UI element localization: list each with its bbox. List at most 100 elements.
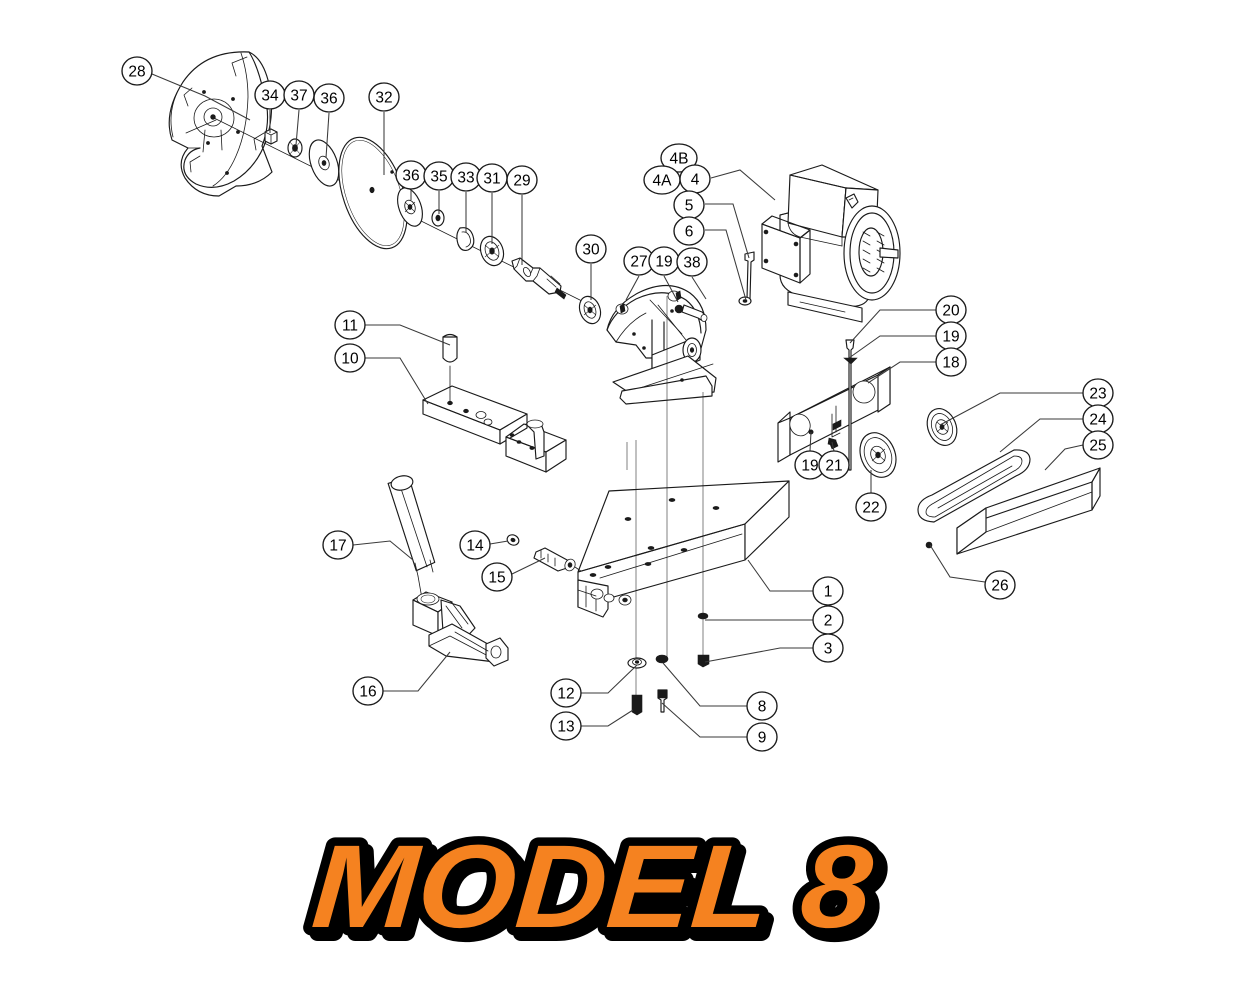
callout-35[interactable]: 35 xyxy=(423,161,455,191)
callout-33[interactable]: 33 xyxy=(450,162,482,192)
callout-label-32: 32 xyxy=(375,90,392,107)
part-spacer-35 xyxy=(431,209,445,227)
part-shoulder-bolt-38 xyxy=(681,304,708,322)
callout-label-12: 12 xyxy=(557,686,574,703)
callout-36a[interactable]: 36 xyxy=(313,83,345,113)
callout-4B[interactable]: 4B xyxy=(660,143,698,173)
callout-3[interactable]: 3 xyxy=(812,633,844,663)
callout-22[interactable]: 22 xyxy=(855,492,887,522)
part-carriage-bolt-20 xyxy=(845,339,855,471)
callout-14[interactable]: 14 xyxy=(459,530,491,560)
callout-label-4A: 4A xyxy=(653,173,673,190)
callout-16[interactable]: 16 xyxy=(352,676,384,706)
callout-20[interactable]: 20 xyxy=(935,295,967,325)
callout-leader-18 xyxy=(867,361,936,384)
callout-17[interactable]: 17 xyxy=(322,530,354,560)
callout-bubble-29 xyxy=(506,165,538,195)
callout-4A[interactable]: 4A xyxy=(643,165,681,195)
callout-34[interactable]: 34 xyxy=(254,80,286,110)
callout-label-27: 27 xyxy=(630,254,647,271)
callout-leader-26 xyxy=(929,544,986,583)
callout-label-28: 28 xyxy=(128,64,145,81)
callout-leader-37 xyxy=(295,109,300,146)
callout-bubble-9 xyxy=(746,722,778,752)
callout-label-2: 2 xyxy=(824,613,833,630)
callout-9[interactable]: 9 xyxy=(746,722,778,752)
callout-8[interactable]: 8 xyxy=(746,691,778,721)
part-motor-mount-bracket-18 xyxy=(777,366,891,463)
callout-4[interactable]: 4 xyxy=(679,164,711,194)
callout-10[interactable]: 10 xyxy=(334,343,366,373)
callout-19c[interactable]: 19 xyxy=(648,246,680,276)
callout-32[interactable]: 32 xyxy=(368,82,400,112)
part-hex-bolt-5 xyxy=(744,251,755,300)
part-washer-19-bracket xyxy=(843,357,858,365)
callout-label-8: 8 xyxy=(758,699,767,716)
callout-38[interactable]: 38 xyxy=(676,247,708,277)
callout-leader-4 xyxy=(710,169,776,201)
callout-15[interactable]: 15 xyxy=(481,562,513,592)
callout-37[interactable]: 37 xyxy=(283,80,315,110)
callout-36b[interactable]: 36 xyxy=(395,160,427,190)
callout-18[interactable]: 18 xyxy=(935,347,967,377)
callout-23[interactable]: 23 xyxy=(1082,378,1114,408)
callout-bubble-15 xyxy=(481,562,513,592)
callout-leader-17 xyxy=(352,540,414,561)
callout-2[interactable]: 2 xyxy=(812,605,844,635)
callout-27[interactable]: 27 xyxy=(623,246,655,276)
callout-19a[interactable]: 19 xyxy=(935,321,967,351)
callout-label-1: 1 xyxy=(824,584,833,601)
callout-label-19c: 19 xyxy=(655,254,672,271)
callout-bubble-6 xyxy=(673,216,705,246)
callout-26[interactable]: 26 xyxy=(984,570,1016,600)
callout-29[interactable]: 29 xyxy=(506,165,538,195)
callout-5[interactable]: 5 xyxy=(673,190,705,220)
callout-label-35: 35 xyxy=(430,169,447,186)
callout-leader-19a xyxy=(848,335,936,359)
callout-bubble-21 xyxy=(818,450,850,480)
callout-19b[interactable]: 19 xyxy=(794,450,826,480)
callout-leader-38 xyxy=(691,276,707,300)
part-clamp-handle-17 xyxy=(387,475,436,611)
callout-leader-16 xyxy=(383,651,451,692)
callout-bubble-16 xyxy=(352,676,384,706)
callout-1[interactable]: 1 xyxy=(812,576,844,606)
callout-leader-1 xyxy=(747,559,813,592)
callout-28[interactable]: 28 xyxy=(121,56,153,86)
part-bearing-31 xyxy=(479,235,505,267)
callout-6[interactable]: 6 xyxy=(673,216,705,246)
callout-bubble-4B xyxy=(660,143,698,173)
part-hex-head-screw-9 xyxy=(657,689,668,713)
callout-bubble-12 xyxy=(550,678,582,708)
callout-label-21: 21 xyxy=(825,458,842,475)
callout-label-11: 11 xyxy=(342,318,358,335)
callout-leader-13 xyxy=(581,709,634,727)
callout-leader-8 xyxy=(662,662,747,707)
callout-leader-15 xyxy=(511,557,546,575)
part-motor-pulley-22 xyxy=(859,432,897,478)
callout-bubble-10 xyxy=(334,343,366,373)
callout-31[interactable]: 31 xyxy=(476,163,508,193)
callout-30[interactable]: 30 xyxy=(575,234,607,264)
callout-bubble-8 xyxy=(746,691,778,721)
callout-leader-12 xyxy=(581,664,638,694)
callout-label-14: 14 xyxy=(466,538,484,555)
callout-bubble-28 xyxy=(121,56,153,86)
callout-bubble-17 xyxy=(322,530,354,560)
callout-11[interactable]: 11 xyxy=(334,310,366,340)
part-vise-jaw-plate-10 xyxy=(422,385,567,473)
callout-label-6: 6 xyxy=(685,224,694,241)
callout-leader-3 xyxy=(704,647,813,663)
callout-24[interactable]: 24 xyxy=(1082,404,1114,434)
callout-leader-10 xyxy=(365,357,429,405)
callout-25[interactable]: 25 xyxy=(1082,430,1114,460)
callout-bubble-3 xyxy=(812,633,844,663)
callout-21[interactable]: 21 xyxy=(818,450,850,480)
callout-13[interactable]: 13 xyxy=(550,711,582,741)
callout-label-18: 18 xyxy=(942,355,959,372)
callout-label-23: 23 xyxy=(1089,386,1106,403)
part-flange-nut-12 xyxy=(627,657,647,669)
callout-12[interactable]: 12 xyxy=(550,678,582,708)
callout-leader-19b xyxy=(809,431,812,452)
part-flange-washer-36b xyxy=(397,187,423,227)
